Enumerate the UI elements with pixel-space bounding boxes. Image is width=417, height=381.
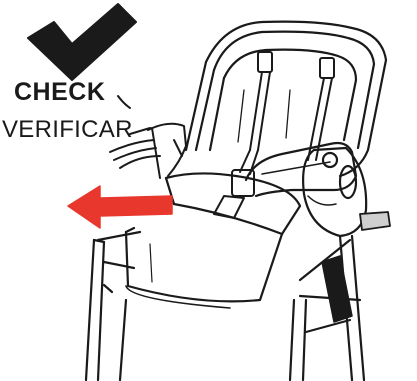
tick-mark [118, 96, 130, 108]
harness [214, 52, 334, 218]
arrow-left-icon [68, 186, 172, 228]
verify-label: VERIFICAR [2, 116, 133, 144]
check-label: CHECK [14, 78, 105, 107]
checkmark-icon [28, 4, 136, 80]
